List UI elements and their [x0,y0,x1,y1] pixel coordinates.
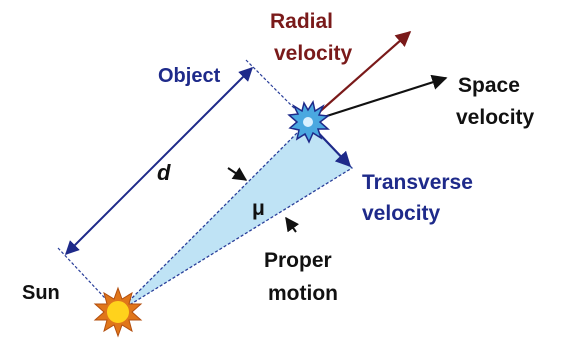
radial-velocity-arrow [307,30,412,123]
space-velocity-label-line1: Space [458,74,520,97]
sun-label: Sun [22,282,60,304]
distance-label: d [157,160,171,185]
proper-motion-symbol: μ [252,197,265,220]
radial-velocity-label-line2: velocity [274,42,353,65]
proper-motion-pointer-upper [227,167,248,181]
proper-motion-label-line1: Proper [264,249,332,272]
object-label: Object [158,65,221,87]
star-burst-icon [287,100,330,144]
distance-arrow [65,67,253,255]
proper-motion-label-line2: motion [268,282,338,305]
transverse-velocity-label-line1: Transverse [362,171,473,194]
space-velocity-arrow [307,74,448,124]
proper-motion-pointer-lower [285,216,300,233]
space-velocity-label-line2: velocity [456,106,535,129]
sun-icon [93,286,143,338]
radial-velocity-label-line1: Radial [270,10,333,33]
transverse-velocity-label-line2: velocity [362,202,441,225]
